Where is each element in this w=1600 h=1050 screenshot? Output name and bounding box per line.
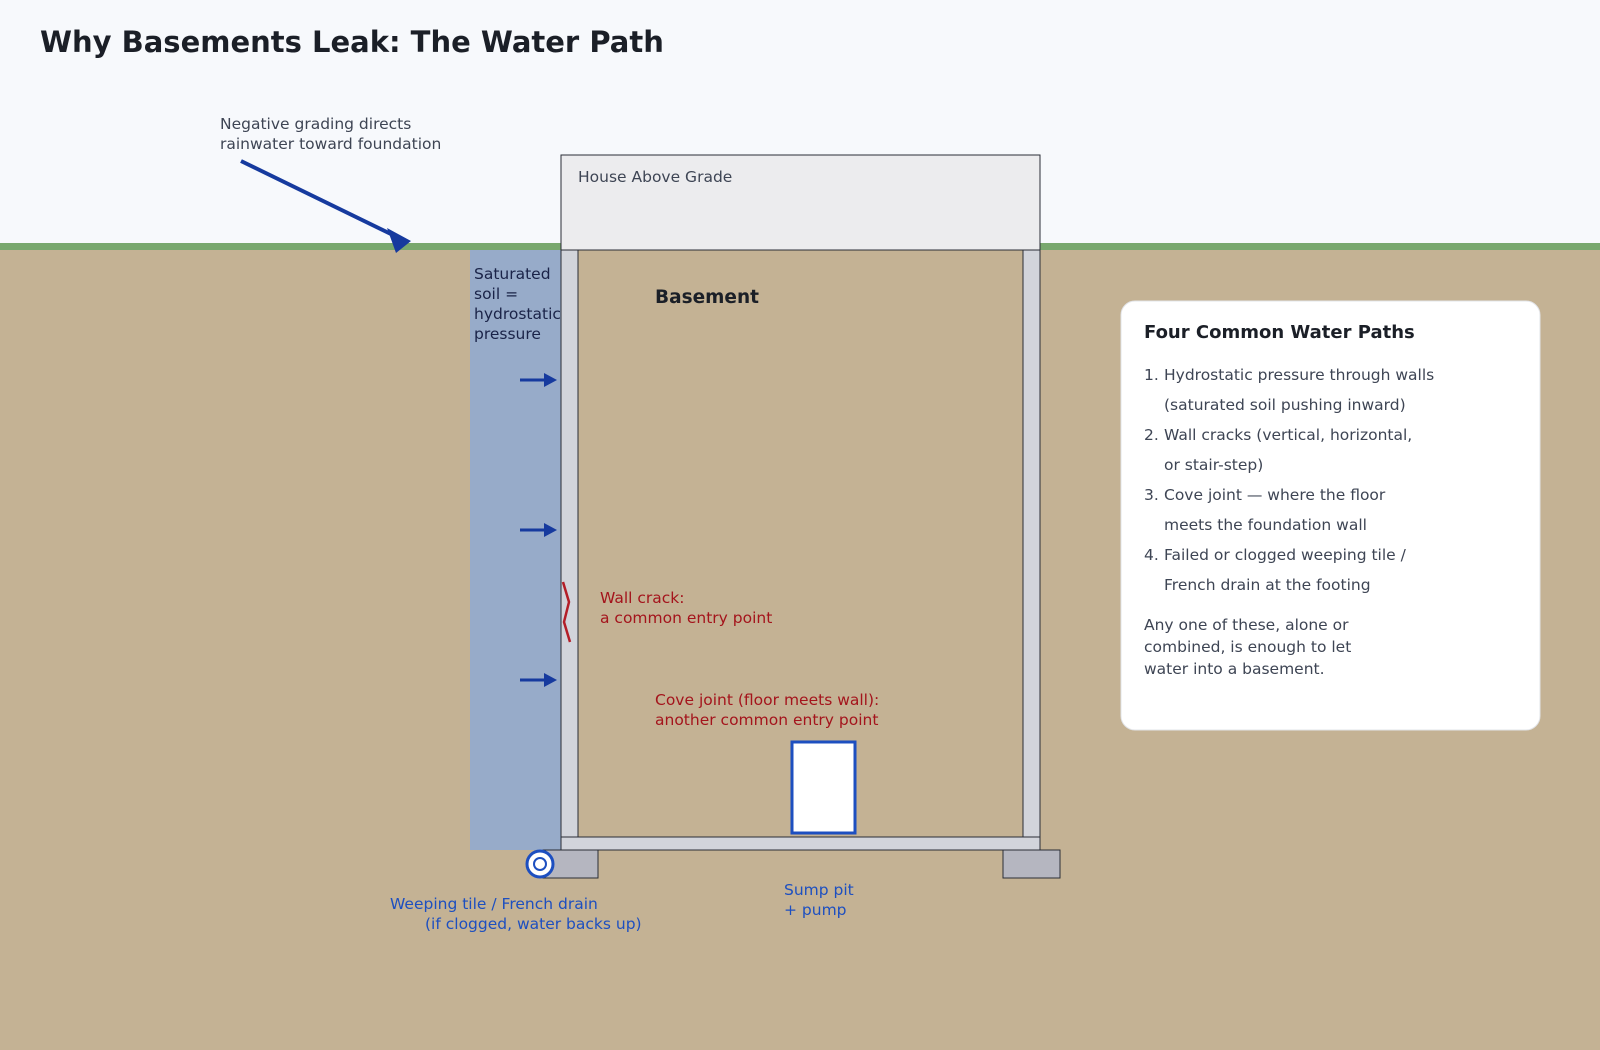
floor-slab — [560, 836, 1041, 851]
list-item: 2. Wall cracks (vertical, horizontal, or… — [1144, 426, 1417, 474]
cove-joint-label: Cove joint (floor meets wall): another c… — [655, 691, 884, 729]
saturated-soil-label: Saturated soil = hydrostatic pressure — [474, 265, 566, 343]
grading-arrow-head — [387, 228, 411, 253]
grading-label: Negative grading directs rainwater towar… — [220, 115, 441, 153]
grading-arrow-line — [240, 159, 396, 238]
pressure-arrow — [520, 673, 557, 687]
right-foundation-wall — [1022, 249, 1041, 838]
basement-label: Basement — [655, 287, 759, 308]
wall-crack-label: Wall crack: a common entry point — [600, 589, 772, 627]
house-above-grade — [560, 154, 1041, 251]
house-label: House Above Grade — [578, 168, 732, 186]
list-item: 4. Failed or clogged weeping tile / Fren… — [1144, 546, 1411, 594]
page-title: Why Basements Leak: The Water Path — [40, 25, 664, 59]
pressure-arrow — [520, 373, 557, 387]
info-panel-title: Four Common Water Paths — [1144, 322, 1415, 343]
right-footing — [1002, 849, 1061, 879]
weeping-tile-inner — [533, 857, 547, 871]
info-panel — [1120, 300, 1541, 731]
list-item: 1. Hydrostatic pressure through walls (s… — [1144, 366, 1439, 414]
sump-pit — [790, 740, 857, 835]
left-foundation-wall — [560, 249, 579, 838]
wall-crack — [561, 581, 572, 643]
pressure-arrow — [520, 523, 557, 537]
info-panel-list: 1. Hydrostatic pressure through walls (s… — [1144, 366, 1439, 594]
info-panel-note: Any one of these, alone or combined, is … — [1144, 616, 1356, 678]
weeping-tile-label: Weeping tile / French drain (if clogged,… — [390, 895, 642, 933]
sump-pit-label: Sump pit + pump — [784, 881, 859, 919]
list-item: 3. Cove joint — where the floor meets th… — [1144, 486, 1390, 534]
saturated-soil-zone — [470, 250, 561, 850]
